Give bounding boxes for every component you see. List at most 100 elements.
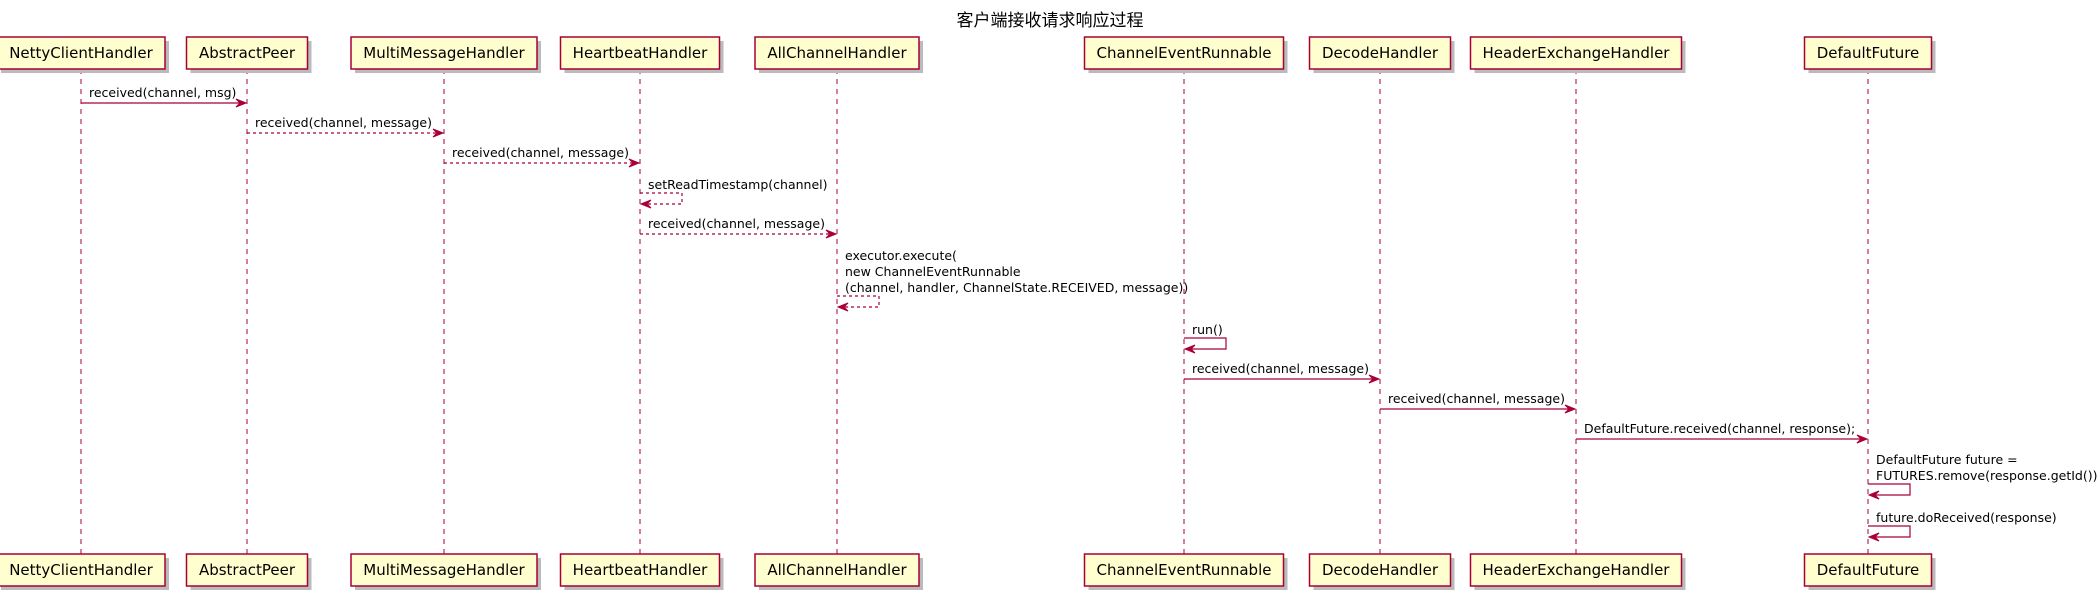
participant-box <box>350 36 538 70</box>
arrowhead <box>825 229 838 239</box>
message-label: FUTURES.remove(response.getId()) <box>1876 468 2097 483</box>
participant-multi-message-handler-bottom: MultiMessageHandler <box>350 553 541 590</box>
message-label: new ChannelEventRunnable <box>845 264 1021 279</box>
arrowhead <box>639 199 652 209</box>
participant-box <box>559 553 721 587</box>
participant-box <box>0 553 166 587</box>
participant-label: DecodeHandler <box>1322 44 1439 62</box>
participant-label: ChannelEventRunnable <box>1097 44 1272 62</box>
participant-box <box>350 553 538 587</box>
participant-decode-handler-bottom: DecodeHandler <box>1308 553 1455 590</box>
diagram-title: 客户端接收请求响应过程 <box>957 11 1144 31</box>
message-11: DefaultFuture future =FUTURES.remove(res… <box>1867 452 2097 500</box>
message-label: run() <box>1192 322 1223 337</box>
participant-box <box>1803 553 1933 587</box>
arrowhead <box>1856 434 1869 444</box>
message-label: future.doReceived(response) <box>1876 510 2057 525</box>
participant-label: AllChannelHandler <box>767 561 907 579</box>
participant-label: NettyClientHandler <box>9 561 153 579</box>
participant-label: NettyClientHandler <box>9 44 153 62</box>
participant-box <box>1469 553 1683 587</box>
participant-all-channel-handler-top: AllChannelHandler <box>754 36 923 73</box>
message-7: run() <box>1183 322 1227 354</box>
message-label: received(channel, msg) <box>89 85 236 100</box>
arrowhead <box>628 158 641 168</box>
participant-label: DecodeHandler <box>1322 561 1439 579</box>
participant-netty-client-handler-bottom: NettyClientHandler <box>0 553 169 590</box>
participant-box <box>754 36 920 70</box>
arrowhead <box>1183 344 1196 354</box>
participant-label: HeartbeatHandler <box>573 561 708 579</box>
participant-label: ChannelEventRunnable <box>1097 561 1272 579</box>
self-message-arrow <box>640 192 683 205</box>
participant-label: MultiMessageHandler <box>363 44 525 62</box>
message-label: DefaultFuture.received(channel, response… <box>1584 421 1855 436</box>
message-label: received(channel, message) <box>648 216 825 231</box>
message-4: setReadTimestamp(channel) <box>639 177 828 209</box>
message-8: received(channel, message) <box>1184 361 1381 384</box>
participant-label: AllChannelHandler <box>767 44 907 62</box>
participant-all-channel-handler-bottom: AllChannelHandler <box>754 553 923 590</box>
participant-multi-message-handler-top: MultiMessageHandler <box>350 36 541 73</box>
message-10: DefaultFuture.received(channel, response… <box>1576 421 1869 444</box>
participant-box <box>185 553 309 587</box>
participant-default-future-top: DefaultFuture <box>1803 36 1936 73</box>
participant-channel-event-runnable-bottom: ChannelEventRunnable <box>1083 553 1288 590</box>
participant-netty-client-handler-top: NettyClientHandler <box>0 36 169 73</box>
arrowhead <box>836 302 849 312</box>
participant-box <box>754 553 920 587</box>
participant-label: AbstractPeer <box>199 561 296 579</box>
arrowhead <box>1564 404 1577 414</box>
participant-label: HeartbeatHandler <box>573 44 708 62</box>
message-label: executor.execute( <box>845 248 957 263</box>
arrowhead <box>432 128 445 138</box>
message-5: received(channel, message) <box>640 216 838 239</box>
participant-label: DefaultFuture <box>1817 561 1920 579</box>
self-message-arrow <box>1184 337 1227 350</box>
message-label: received(channel, message) <box>255 115 432 130</box>
message-9: received(channel, message) <box>1380 391 1577 414</box>
message-label: setReadTimestamp(channel) <box>648 177 828 192</box>
message-1: received(channel, msg) <box>81 85 248 108</box>
arrowhead <box>235 98 248 108</box>
participant-box <box>1083 36 1285 70</box>
participant-decode-handler-top: DecodeHandler <box>1308 36 1455 73</box>
arrowhead <box>1867 490 1880 500</box>
message-label: received(channel, message) <box>1192 361 1369 376</box>
participant-label: AbstractPeer <box>199 44 296 62</box>
participant-box <box>1308 553 1452 587</box>
participant-abstract-peer-top: AbstractPeer <box>185 36 312 73</box>
lifelines <box>80 69 1869 554</box>
participant-label: HeaderExchangeHandler <box>1483 561 1671 579</box>
participant-box <box>1083 553 1285 587</box>
message-label: received(channel, message) <box>452 145 629 160</box>
arrowhead <box>1368 374 1381 384</box>
self-message-arrow <box>1868 525 1911 538</box>
messages: received(channel, msg) received(channel, … <box>81 85 2097 542</box>
self-message-arrow <box>837 295 880 308</box>
participant-box <box>1803 36 1933 70</box>
participant-box <box>1469 36 1683 70</box>
message-6: executor.execute(new ChannelEventRunnabl… <box>836 248 1188 312</box>
participant-label: DefaultFuture <box>1817 44 1920 62</box>
message-label: (channel, handler, ChannelState.RECEIVED… <box>845 280 1188 295</box>
self-message-arrow <box>1868 483 1911 496</box>
participant-heartbeat-handler-top: HeartbeatHandler <box>559 36 724 73</box>
participants-top: NettyClientHandler AbstractPeer MultiMessa… <box>0 36 1936 73</box>
message-2: received(channel, message) <box>247 115 445 138</box>
message-12: future.doReceived(response) <box>1867 510 2057 542</box>
participant-box <box>0 36 166 70</box>
participant-box <box>559 36 721 70</box>
participant-header-exchange-handler-bottom: HeaderExchangeHandler <box>1469 553 1686 590</box>
participant-box <box>1308 36 1452 70</box>
message-label: received(channel, message) <box>1388 391 1565 406</box>
participants-bottom: NettyClientHandler AbstractPeer MultiMessa… <box>0 553 1936 590</box>
message-3: received(channel, message) <box>444 145 641 168</box>
participant-default-future-bottom: DefaultFuture <box>1803 553 1936 590</box>
participant-label: MultiMessageHandler <box>363 561 525 579</box>
participant-abstract-peer-bottom: AbstractPeer <box>185 553 312 590</box>
participant-box <box>185 36 309 70</box>
message-label: DefaultFuture future = <box>1876 452 2018 467</box>
participant-header-exchange-handler-top: HeaderExchangeHandler <box>1469 36 1686 73</box>
